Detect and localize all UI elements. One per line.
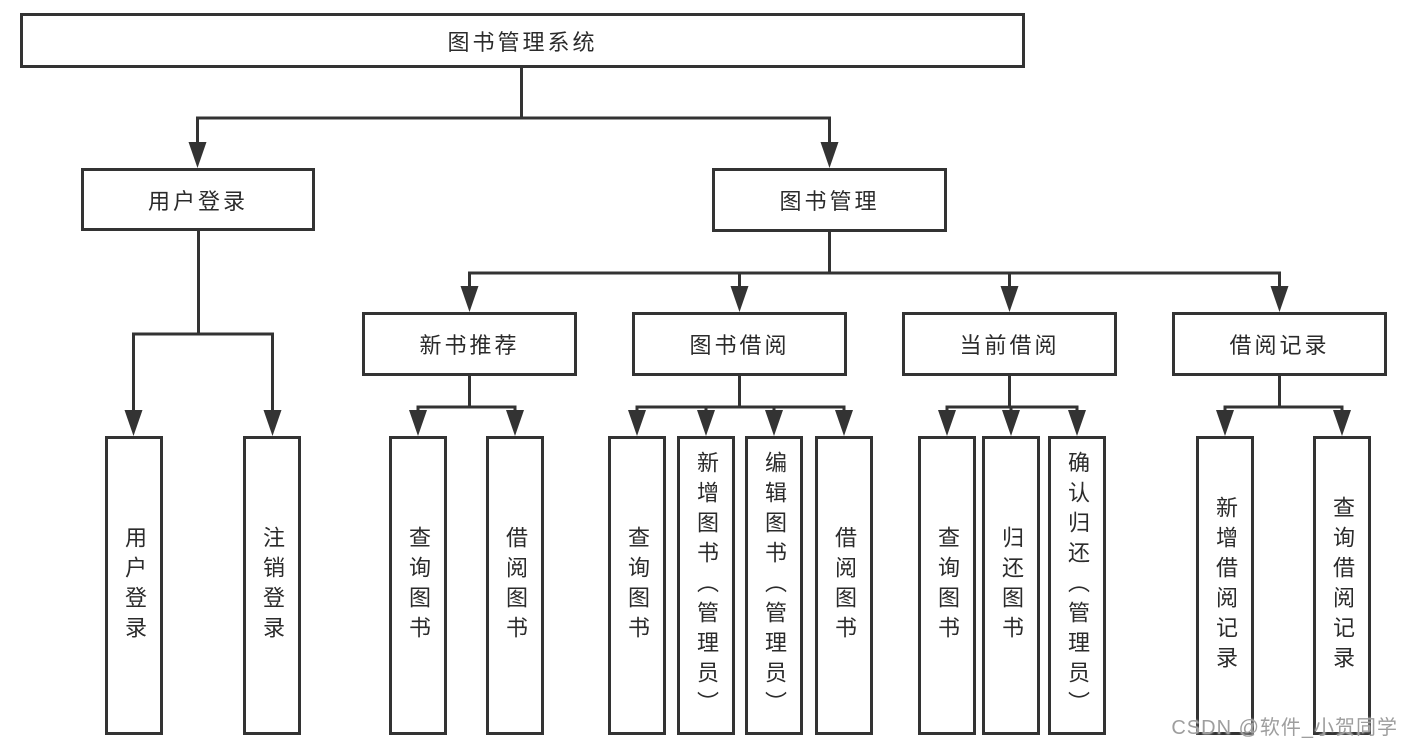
node-borrowing-records: 借阅记录 [1172,312,1387,376]
node-label: 用户登录 [147,188,248,214]
leaf-label: 查询图书 [935,525,960,646]
leaf-label: 新增借阅记录 [1213,495,1238,676]
arrowhead [1333,410,1351,436]
leaf-label: 查询图书 [625,525,650,646]
node-label: 借阅记录 [1229,333,1330,358]
arrowhead [1068,410,1086,436]
leaf-query-borrow-record: 查询借阅记录 [1313,436,1371,735]
leaf-add-books-admin: 新增图书（管理员） [677,436,735,735]
arrowhead [938,410,956,436]
leaf-label: 用户登录 [122,525,147,646]
node-user-login: 用户登录 [81,168,315,231]
node-label: 图书管理 [779,189,880,214]
node-new-book-recommendation: 新书推荐 [362,312,577,376]
node-current-borrowing: 当前借阅 [902,312,1117,376]
leaf-current-query-books: 查询图书 [918,436,976,735]
arrowhead [820,142,839,168]
leaf-label: 借阅图书 [503,525,528,646]
leaf-rec-query-books: 查询图书 [389,436,447,735]
arrowhead [730,286,749,312]
leaf-label: 借阅图书 [832,525,857,646]
leaf-label: 注销登录 [260,525,285,646]
arrowhead [506,410,524,436]
arrowhead [263,410,282,436]
arrowhead [1270,286,1289,312]
leaf-edit-books-admin: 编辑图书（管理员） [745,436,803,735]
arrowhead [1216,410,1234,436]
leaf-label: 归还图书 [999,525,1024,646]
arrowhead [1000,286,1019,312]
leaf-label: 确认归还（管理员） [1065,450,1090,721]
node-root-system: 图书管理系统 [20,13,1025,68]
arrowhead [460,286,479,312]
csdn-watermark: CSDN @软件_小贺同学 [1171,717,1398,739]
arrowhead [835,410,853,436]
leaf-add-borrow-record: 新增借阅记录 [1196,436,1254,735]
node-label: 当前借阅 [959,333,1060,358]
arrowhead [188,142,207,168]
leaf-user-login: 用户登录 [105,436,163,735]
leaf-return-books: 归还图书 [982,436,1040,735]
arrowhead [628,410,646,436]
leaf-label: 查询图书 [406,525,431,646]
arrowhead [1002,410,1020,436]
node-label: 图书管理系统 [447,29,598,55]
leaf-label: 编辑图书（管理员） [762,450,787,721]
arrowhead [765,410,783,436]
node-label: 新书推荐 [419,333,520,358]
leaf-label: 新增图书（管理员） [694,450,719,721]
node-book-management: 图书管理 [712,168,947,232]
leaf-borrowing-borrow-books: 借阅图书 [815,436,873,735]
leaf-confirm-return-admin: 确认归还（管理员） [1048,436,1106,735]
node-book-borrowing: 图书借阅 [632,312,847,376]
node-label: 图书借阅 [689,333,790,358]
leaf-logout: 注销登录 [243,436,301,735]
arrowhead [124,410,143,436]
leaf-label: 查询借阅记录 [1330,495,1355,676]
leaf-borrowing-query-books: 查询图书 [608,436,666,735]
leaf-rec-borrow-books: 借阅图书 [486,436,544,735]
arrowhead [409,410,427,436]
arrowhead [697,410,715,436]
